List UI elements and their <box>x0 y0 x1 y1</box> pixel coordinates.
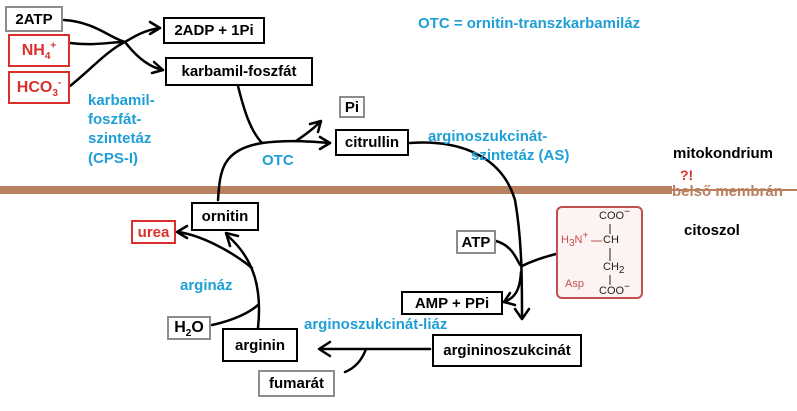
arrow-to-adp <box>123 26 162 44</box>
arrowhead-argininoszukcinat <box>513 307 531 321</box>
arrow-atp-in <box>494 239 522 267</box>
arginin-box: arginin <box>222 328 298 362</box>
asp-bonds <box>591 224 611 285</box>
asp-h3n: H3N+ <box>561 230 589 250</box>
asp-coo-bottom: COO− <box>599 281 630 297</box>
citrullin-text: citrullin <box>344 134 400 151</box>
asp-coo-top: COO− <box>599 206 630 222</box>
liaz-label: arginoszukcinát-liáz <box>304 316 448 333</box>
mitokondrium-label: mitokondrium <box>673 145 773 162</box>
fumarat-text: fumarát <box>268 375 324 392</box>
h2o-text: H2O <box>174 319 204 340</box>
asp-ch2: CH2 <box>603 261 625 277</box>
atp-box: ATP <box>456 230 496 254</box>
urea-text: urea <box>137 223 170 241</box>
atp2-text: 2ATP <box>15 10 53 28</box>
arrowhead-arginin <box>317 340 332 358</box>
arrow-asp-in <box>520 252 558 268</box>
membrane-bar <box>0 186 672 194</box>
arrowhead-urea <box>175 224 189 240</box>
arrow-to-pi <box>294 120 322 143</box>
citrullin-box: citrullin <box>335 129 409 156</box>
arrowhead-pi <box>308 119 323 134</box>
membrane-label: belső membrán <box>672 183 783 200</box>
karbamil-foszfat-box: karbamil-foszfát <box>165 57 313 86</box>
asp-name: Asp <box>565 278 584 290</box>
hco3-box: HCO3- <box>8 71 70 104</box>
nh4-box: NH4+ <box>8 34 70 67</box>
exclaim-label: ?! <box>680 167 694 183</box>
ornitin-text: ornitin <box>201 208 249 225</box>
atp2-box: 2ATP <box>5 6 63 32</box>
atp-text: ATP <box>461 233 491 251</box>
arrowhead-adp <box>148 20 162 36</box>
arrow-to-karbamil <box>123 40 165 72</box>
arrow-hco3 <box>68 40 127 88</box>
amp-ppi-box: AMP + PPi <box>401 291 503 315</box>
argininoszukcinat-box: argininoszukcinát <box>432 334 582 367</box>
arrowhead-ornitin <box>224 231 240 248</box>
urea-box: urea <box>131 220 176 244</box>
arginin-text: arginin <box>234 336 285 354</box>
argininoszukcinat-text: argininoszukcinát <box>443 342 571 359</box>
otc-definition: OTC = ornitin-transzkarbamiláz <box>418 15 641 32</box>
arrow-h2o-in <box>210 303 260 327</box>
cps-label: karbamil- foszfát- szintetáz (CPS-I) <box>88 92 155 167</box>
pi-text: Pi <box>344 98 360 116</box>
amp-ppi-text: AMP + PPi <box>414 294 490 312</box>
arrow-citrullin-down <box>408 141 524 320</box>
h2o-box: H2O <box>167 316 211 340</box>
karbamil-foszfat-text: karbamil-foszfát <box>181 63 297 80</box>
arrowhead-karbamil <box>150 60 165 75</box>
arrow-nh4 <box>68 40 127 46</box>
arrowhead-amp <box>502 291 517 307</box>
pi-box: Pi <box>339 96 365 118</box>
arrowhead-citrullin <box>318 135 332 151</box>
asp-ch: CH <box>603 234 619 246</box>
ornitin-box: ornitin <box>191 202 259 231</box>
arrow-karbamil-down <box>236 84 264 145</box>
fumarat-box: fumarát <box>258 370 335 397</box>
arrow-ornitin-up <box>216 141 264 202</box>
aspartate-structure: COO− H3N+ CH CH2 Asp COO− <box>556 206 643 299</box>
arrow-to-amp <box>502 270 523 304</box>
otc-label: OTC <box>262 152 294 169</box>
adp-text: 2ADP + 1Pi <box>174 22 254 39</box>
arrow-to-fumarat <box>343 347 368 374</box>
arrow-arginin-up <box>226 234 261 330</box>
nh4-text: NH4+ <box>21 40 57 62</box>
arrow-to-urea <box>176 230 254 270</box>
adp-box: 2ADP + 1Pi <box>163 17 265 44</box>
hco3-text: HCO3- <box>16 77 62 99</box>
arrow-2atp <box>62 18 127 44</box>
as-label: arginoszukcinát- szintetáz (AS) <box>428 128 570 165</box>
arginaz-label: argináz <box>180 277 233 294</box>
citoszol-label: citoszol <box>684 222 740 239</box>
